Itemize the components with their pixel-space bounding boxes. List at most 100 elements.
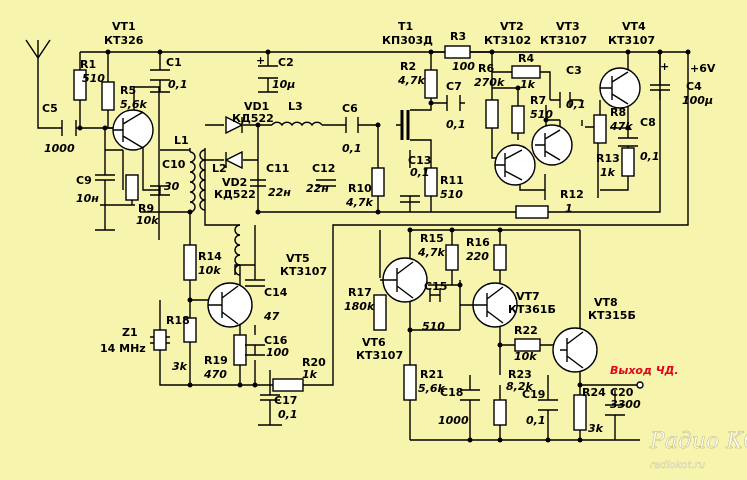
label-r12-value: 1 <box>565 202 573 215</box>
label-vt3-ref: VT3 <box>556 20 580 33</box>
label-r2-ref: R2 <box>400 60 416 73</box>
label-l3: L3 <box>288 100 303 113</box>
label-c9-value: 10н <box>76 192 99 205</box>
label-r3-ref: R3 <box>450 30 466 43</box>
label-c10-ref: C10 <box>162 158 186 171</box>
label-c15-ref: C15 <box>424 280 447 293</box>
label-r23-value: 8,2k <box>506 380 533 393</box>
label-r6-ref: R6 <box>478 62 494 75</box>
inductor-l2 <box>199 149 206 211</box>
transistor-vt5 <box>207 282 253 328</box>
label-vt5-type: КТ3107 <box>280 265 327 278</box>
label-vt4-type: КТ3107 <box>608 34 655 47</box>
resistor-r18 <box>183 317 197 343</box>
label-l1: L1 <box>174 134 189 147</box>
resistor-r4 <box>511 65 541 79</box>
inductors <box>189 121 323 276</box>
resistor-r8 <box>593 114 607 144</box>
capacitor-c6 <box>345 117 359 133</box>
label-c11-value: 22н <box>268 186 291 199</box>
label-vt2-type: КТ3102 <box>484 34 531 47</box>
label-r14-value: 10k <box>198 264 221 277</box>
capacitor-c1 <box>150 69 170 81</box>
label-r22-ref: R22 <box>514 324 538 337</box>
label-r10-value: 4,7k <box>345 196 373 209</box>
label-r8-ref: R8 <box>610 106 626 119</box>
label-c3-ref: C3 <box>566 64 582 77</box>
capacitor-c14 <box>245 279 265 287</box>
label-vt1-ref: VT1 <box>112 20 136 33</box>
label-vd1-type: КД522 <box>232 112 274 125</box>
resistor-r16 <box>493 244 507 271</box>
label-r7-value: 510 <box>530 108 553 121</box>
label-r24-ref: R24 <box>582 386 606 399</box>
label-r24-value: 3k <box>588 422 604 435</box>
label-c6-value: 0,1 <box>342 142 362 155</box>
component-labels: VT1 КТ326 T1 КП303Д VT2 КТ3102 VT3 КТ310… <box>42 20 716 435</box>
resistor-r13 <box>621 147 635 177</box>
capacitor-c2 <box>258 65 278 79</box>
label-r9-ref: R9 <box>138 202 154 215</box>
resistor-r19 <box>233 334 247 366</box>
label-r18-ref: R18 <box>166 314 190 327</box>
label-c8-ref: C8 <box>640 116 656 129</box>
label-vt6-ref: VT6 <box>362 336 386 349</box>
junction-dots <box>77 49 691 443</box>
resistor-r23 <box>493 399 507 426</box>
label-vt6-type: КТ3107 <box>356 349 403 362</box>
resistor-r11 <box>424 167 438 197</box>
transistor-vt6 <box>380 257 428 303</box>
label-c8-value: 0,1 <box>640 150 660 163</box>
label-c16-value: 100 <box>266 346 289 359</box>
label-r4-value: 1k <box>520 78 536 91</box>
label-r11-ref: R11 <box>440 174 464 187</box>
label-r16-ref: R16 <box>466 236 490 249</box>
resistors <box>73 45 635 431</box>
label-r21-value: 5,6k <box>418 382 445 395</box>
label-c10-value: 30 <box>164 180 180 193</box>
label-r19-value: 470 <box>203 368 227 381</box>
label-vt7-ref: VT7 <box>516 290 540 303</box>
inductor-l1 <box>189 151 196 213</box>
label-r17-value: 180k <box>344 300 375 313</box>
capacitor-c11 <box>250 179 266 187</box>
label-vt8-type: КТ315Б <box>588 309 636 322</box>
resistor-r2 <box>424 69 438 99</box>
label-r8-value: 47k <box>609 120 633 133</box>
diodes <box>224 115 244 170</box>
label-vd2-ref: VD2 <box>222 176 247 189</box>
capacitor-c5 <box>61 120 77 136</box>
label-c19-ref: C19 <box>522 388 545 401</box>
resistor-r9 <box>125 174 139 201</box>
label-vt1-type: КТ326 <box>104 34 144 47</box>
diode-vd1 <box>225 115 244 135</box>
label-c13-ref: C13 <box>408 154 431 167</box>
label-c18-ref: C18 <box>440 386 463 399</box>
label-r1-value: 510 <box>82 72 105 85</box>
resistor-r20 <box>272 378 304 392</box>
label-c2-value: 10μ <box>272 78 295 91</box>
label-c7-value: 0,1 <box>446 118 466 131</box>
label-c16-ref: C16 <box>264 334 288 347</box>
label-c11-ref: C11 <box>266 162 289 175</box>
transistor-vt2 <box>494 144 536 186</box>
resistor-r3 <box>444 45 471 59</box>
supply-label: +6V <box>690 62 716 75</box>
label-c6-ref: C6 <box>342 102 358 115</box>
label-t1-ref: T1 <box>398 20 413 33</box>
label-r13-ref: R13 <box>596 152 620 165</box>
label-c15-value: 510 <box>422 320 445 333</box>
label-vd1-ref: VD1 <box>244 100 269 113</box>
label-c17-ref: C17 <box>274 394 297 407</box>
label-r20-ref: R20 <box>302 356 326 369</box>
label-l2: L2 <box>212 162 227 175</box>
watermark-logo: Радио КОТ <box>649 429 747 454</box>
label-c1-value: 0,1 <box>168 78 188 91</box>
label-r14-ref: R14 <box>198 250 222 263</box>
label-c3-value: 0,1 <box>566 98 586 111</box>
inductor-l3 <box>271 121 323 127</box>
label-r19-ref: R19 <box>204 354 228 367</box>
transistor-vt7 <box>460 282 518 328</box>
